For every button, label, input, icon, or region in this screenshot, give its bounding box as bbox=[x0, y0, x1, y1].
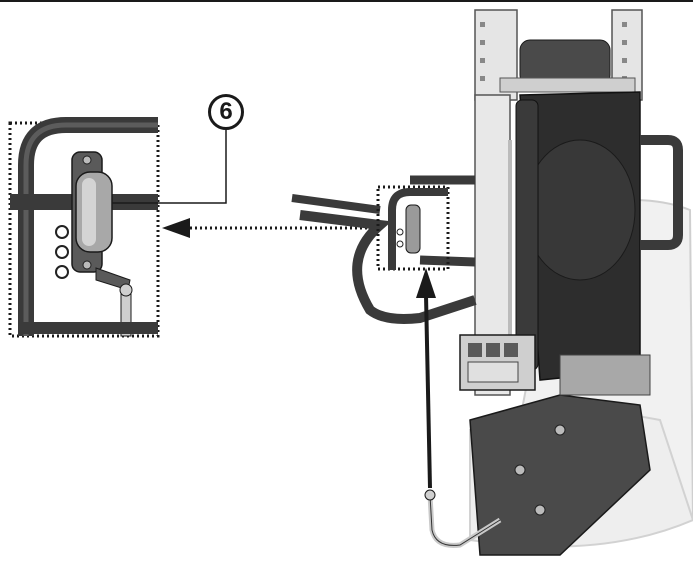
main-highlight-dotted-box bbox=[376, 185, 450, 271]
base-bolt-1 bbox=[514, 464, 526, 476]
routing-arrow-shaft bbox=[424, 294, 432, 489]
back-panel-recess bbox=[524, 139, 636, 281]
callout-leader-line bbox=[112, 128, 227, 204]
detail-switch-shine bbox=[82, 178, 96, 246]
detail-hole-2 bbox=[55, 245, 69, 259]
detail-inset bbox=[8, 117, 160, 338]
detail-screw-bottom bbox=[82, 260, 92, 270]
switch-cable-outline bbox=[429, 494, 501, 546]
control-box-port-2 bbox=[486, 343, 500, 357]
detail-lower-bar bbox=[20, 322, 158, 334]
right-handle bbox=[640, 135, 683, 250]
arm-switch-housing bbox=[405, 204, 421, 254]
arm-lower-bar bbox=[419, 255, 476, 267]
pointer-arrowhead bbox=[162, 218, 190, 238]
arm-loop-tube bbox=[299, 210, 477, 324]
arm-hole-1 bbox=[396, 228, 404, 236]
routing-arrowhead bbox=[416, 268, 436, 298]
control-box-port-1 bbox=[468, 343, 482, 357]
detail-cable-connector bbox=[119, 283, 133, 297]
arm-front-bar bbox=[291, 194, 381, 214]
arm-hole-2 bbox=[396, 240, 404, 248]
control-box-panel bbox=[467, 361, 519, 383]
detail-screw-top bbox=[82, 155, 92, 165]
seat-mount-block bbox=[559, 354, 651, 396]
top-crossbar bbox=[499, 77, 636, 93]
base-bolt-2 bbox=[554, 424, 566, 436]
switch-cable-connector bbox=[424, 489, 436, 501]
arm-switch-tube bbox=[388, 188, 448, 270]
callout-number-badge: 6 bbox=[208, 94, 244, 130]
side-strut bbox=[515, 99, 539, 371]
detail-hole-3 bbox=[55, 265, 69, 279]
top-border-rule bbox=[0, 0, 693, 2]
base-bolt-3 bbox=[534, 504, 546, 516]
detail-frame-tube-highlight bbox=[23, 122, 158, 336]
detail-hole-1 bbox=[55, 225, 69, 239]
main-assembly bbox=[291, 9, 693, 556]
control-box-port-3 bbox=[504, 343, 518, 357]
